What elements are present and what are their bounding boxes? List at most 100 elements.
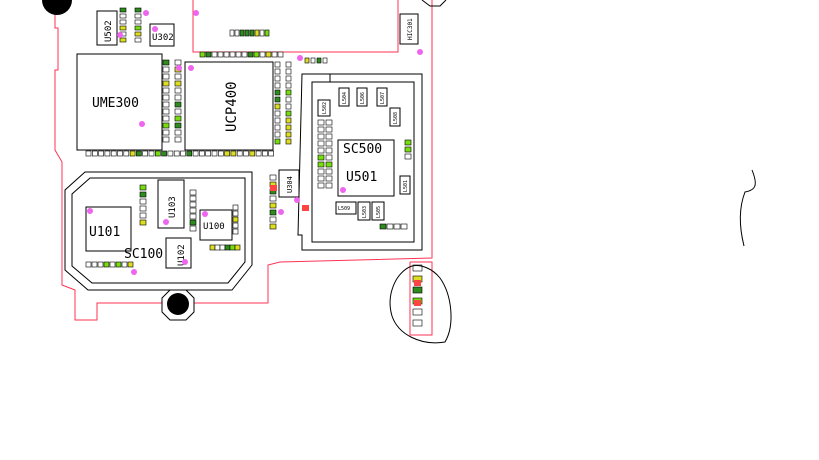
smd-pad [186, 150, 193, 157]
smd-pad [325, 161, 333, 168]
smd-pad [285, 117, 292, 124]
smd-pad [325, 133, 333, 140]
smd-pad [134, 25, 142, 31]
smd-pad [404, 146, 412, 153]
smd-pad [274, 110, 281, 117]
label-sc500: SC500 [343, 142, 382, 157]
test-point [163, 219, 169, 225]
smd-pad [223, 51, 230, 58]
smd-pad [189, 225, 197, 232]
smd-pad [214, 244, 221, 251]
test-point [188, 65, 194, 71]
smd-pad [274, 75, 281, 82]
smd-pad [91, 261, 98, 268]
smd-pad [98, 150, 104, 157]
smd-pad [174, 101, 182, 108]
smd-pad [189, 207, 197, 214]
smd-pad [189, 189, 197, 196]
smd-pad [325, 126, 333, 133]
smd-pad [139, 184, 147, 191]
smd-pad [229, 29, 235, 37]
hand-drawn-circle-annotation [389, 265, 452, 344]
label-l505: L505 [376, 206, 382, 218]
smd-pad [274, 68, 281, 75]
smd-pad [139, 205, 147, 212]
smd-pad [247, 51, 254, 58]
smd-pad [265, 51, 272, 58]
smd-pad [317, 168, 325, 175]
smd-pad [134, 31, 142, 37]
smd-pad [412, 308, 423, 316]
smd-pad [174, 80, 182, 87]
smd-pad [285, 110, 292, 117]
smd-pad-red [270, 185, 277, 191]
test-point [131, 269, 137, 275]
label-u304: U304 [286, 176, 294, 193]
smd-pad [274, 89, 281, 96]
smd-pad [268, 150, 275, 157]
smd-pad [162, 108, 170, 115]
smd-pad [104, 150, 111, 157]
smd-pad [119, 13, 127, 19]
smd-pad [243, 150, 249, 157]
smd-pad [224, 150, 230, 157]
smd-pad [119, 25, 127, 31]
label-l509: L509 [338, 206, 350, 212]
smd-pad [97, 261, 104, 268]
smd-pad [167, 150, 174, 157]
mounting-hole-bottom [161, 289, 195, 321]
label-l507: L507 [380, 92, 386, 104]
smd-pad [269, 195, 277, 202]
smd-pad [325, 182, 333, 189]
test-point [117, 32, 123, 38]
smd-pad [121, 261, 128, 268]
smd-pad-red [302, 205, 309, 211]
smd-pad [110, 150, 117, 157]
test-point [297, 55, 303, 61]
sc500-shield-frame [297, 73, 423, 251]
smd-pad [255, 150, 262, 157]
smd-pad [162, 122, 170, 129]
smd-pad [317, 119, 325, 126]
smd-pad [259, 51, 266, 58]
smd-pad [139, 219, 147, 226]
smd-pad [192, 150, 199, 157]
test-point [294, 197, 300, 203]
smd-pad [224, 244, 231, 251]
smd-pad [412, 286, 423, 294]
test-point [87, 208, 93, 214]
smd-pad [274, 61, 281, 68]
smd-pad [109, 261, 116, 268]
smd-pad [325, 140, 333, 147]
smd-pad [322, 57, 328, 64]
smd-pad [285, 103, 292, 110]
smd-pad [139, 191, 147, 198]
smd-pad [259, 29, 265, 37]
smd-pad [304, 57, 310, 64]
label-u302: U302 [152, 33, 174, 43]
smd-pad [199, 150, 205, 157]
smd-pad [249, 29, 255, 37]
smd-pad [142, 150, 148, 157]
smd-pad [205, 150, 211, 157]
smd-pad [174, 59, 182, 66]
smd-pad [241, 51, 248, 58]
test-point [176, 65, 182, 71]
mounting-hole-top-left [42, 0, 72, 15]
smd-pad [119, 37, 127, 43]
smd-pad [123, 150, 130, 157]
label-l504: L504 [342, 92, 348, 104]
smd-pad [285, 82, 292, 89]
smd-pad [269, 174, 277, 181]
chip-u501 [337, 139, 395, 197]
test-point [182, 259, 188, 265]
smd-pad [117, 150, 123, 157]
smd-pad [174, 73, 182, 80]
smd-pad [264, 29, 270, 37]
chip-u101 [85, 206, 132, 252]
label-ume300: UME300 [92, 96, 139, 111]
smd-pad [269, 223, 277, 230]
smd-pad [103, 261, 110, 268]
smd-pad [285, 138, 292, 145]
